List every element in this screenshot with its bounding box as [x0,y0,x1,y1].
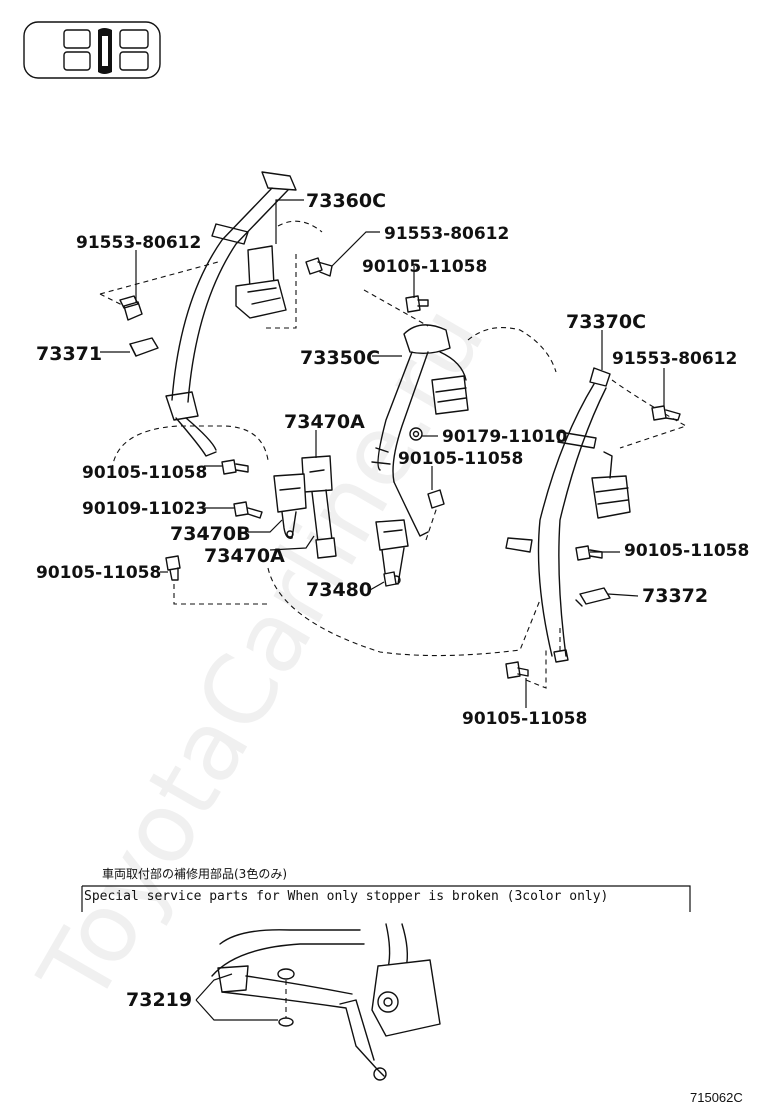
bolt-90105-center [427,489,445,509]
label-73480: 73480 [306,579,372,601]
label-91553-left: 91553-80612 [76,233,201,253]
label-73470A-lower: 73470A [204,545,285,567]
label-73370C: 73370C [566,311,646,333]
leader-lines [100,199,665,708]
label-90105-top: 90105-11058 [362,257,487,277]
belt-assembly-73370C [505,367,688,689]
label-90105-left-lower: 90105-11058 [82,463,207,483]
belt-assembly-73350C [363,289,557,541]
nut-90179 [409,427,423,441]
label-90105-center: 90105-11058 [398,449,523,469]
bolt-90105-left-bottom [165,555,181,581]
label-73371: 73371 [36,343,102,365]
note-japanese: 車両取付部の補修用部品(3色のみ) [102,866,287,881]
label-73350C: 73350C [300,347,380,369]
label-73470B: 73470B [170,523,251,545]
cover-73372 [575,587,611,607]
label-73219: 73219 [126,989,192,1011]
diagram-code: 715062C [690,1090,743,1105]
bolt-90105-right-bottom [505,661,529,679]
bolt-90105-left-lower [221,459,249,475]
bolt-91553-upper [305,257,333,277]
bolt-91553-right [651,405,681,421]
label-90105-left-bottom: 90105-11058 [36,563,161,583]
label-73360C: 73360C [306,190,386,212]
label-90105-right: 90105-11058 [624,541,749,561]
label-73372: 73372 [642,585,708,607]
label-91553-right: 91553-80612 [612,349,737,369]
buckle-73470A-upper [301,455,337,559]
label-73470A-upper: 73470A [284,411,365,433]
vehicle-location-icon [23,21,161,79]
bolt-90105-center-bottom [383,571,397,587]
label-90109: 90109-11023 [82,499,207,519]
stopper-detail-73219: 73219 [126,923,441,1081]
note-english: Special service parts for When only stop… [84,889,608,904]
label-91553-upper: 91553-80612 [384,224,509,244]
label-90105-right-bottom: 90105-11058 [462,709,587,729]
bolt-91553-left [119,295,143,321]
part-labels: 73360C 91553-80612 91553-80612 90105-110… [36,190,749,729]
buckle-73470B [273,473,307,539]
cover-73371 [129,337,159,357]
belt-assembly-73360C [99,171,323,457]
service-parts-note: 車両取付部の補修用部品(3色のみ) Special service parts … [81,866,691,912]
bolt-90109 [233,501,263,519]
label-90179: 90179-11010 [442,427,568,447]
bolt-90105-right [575,545,603,561]
